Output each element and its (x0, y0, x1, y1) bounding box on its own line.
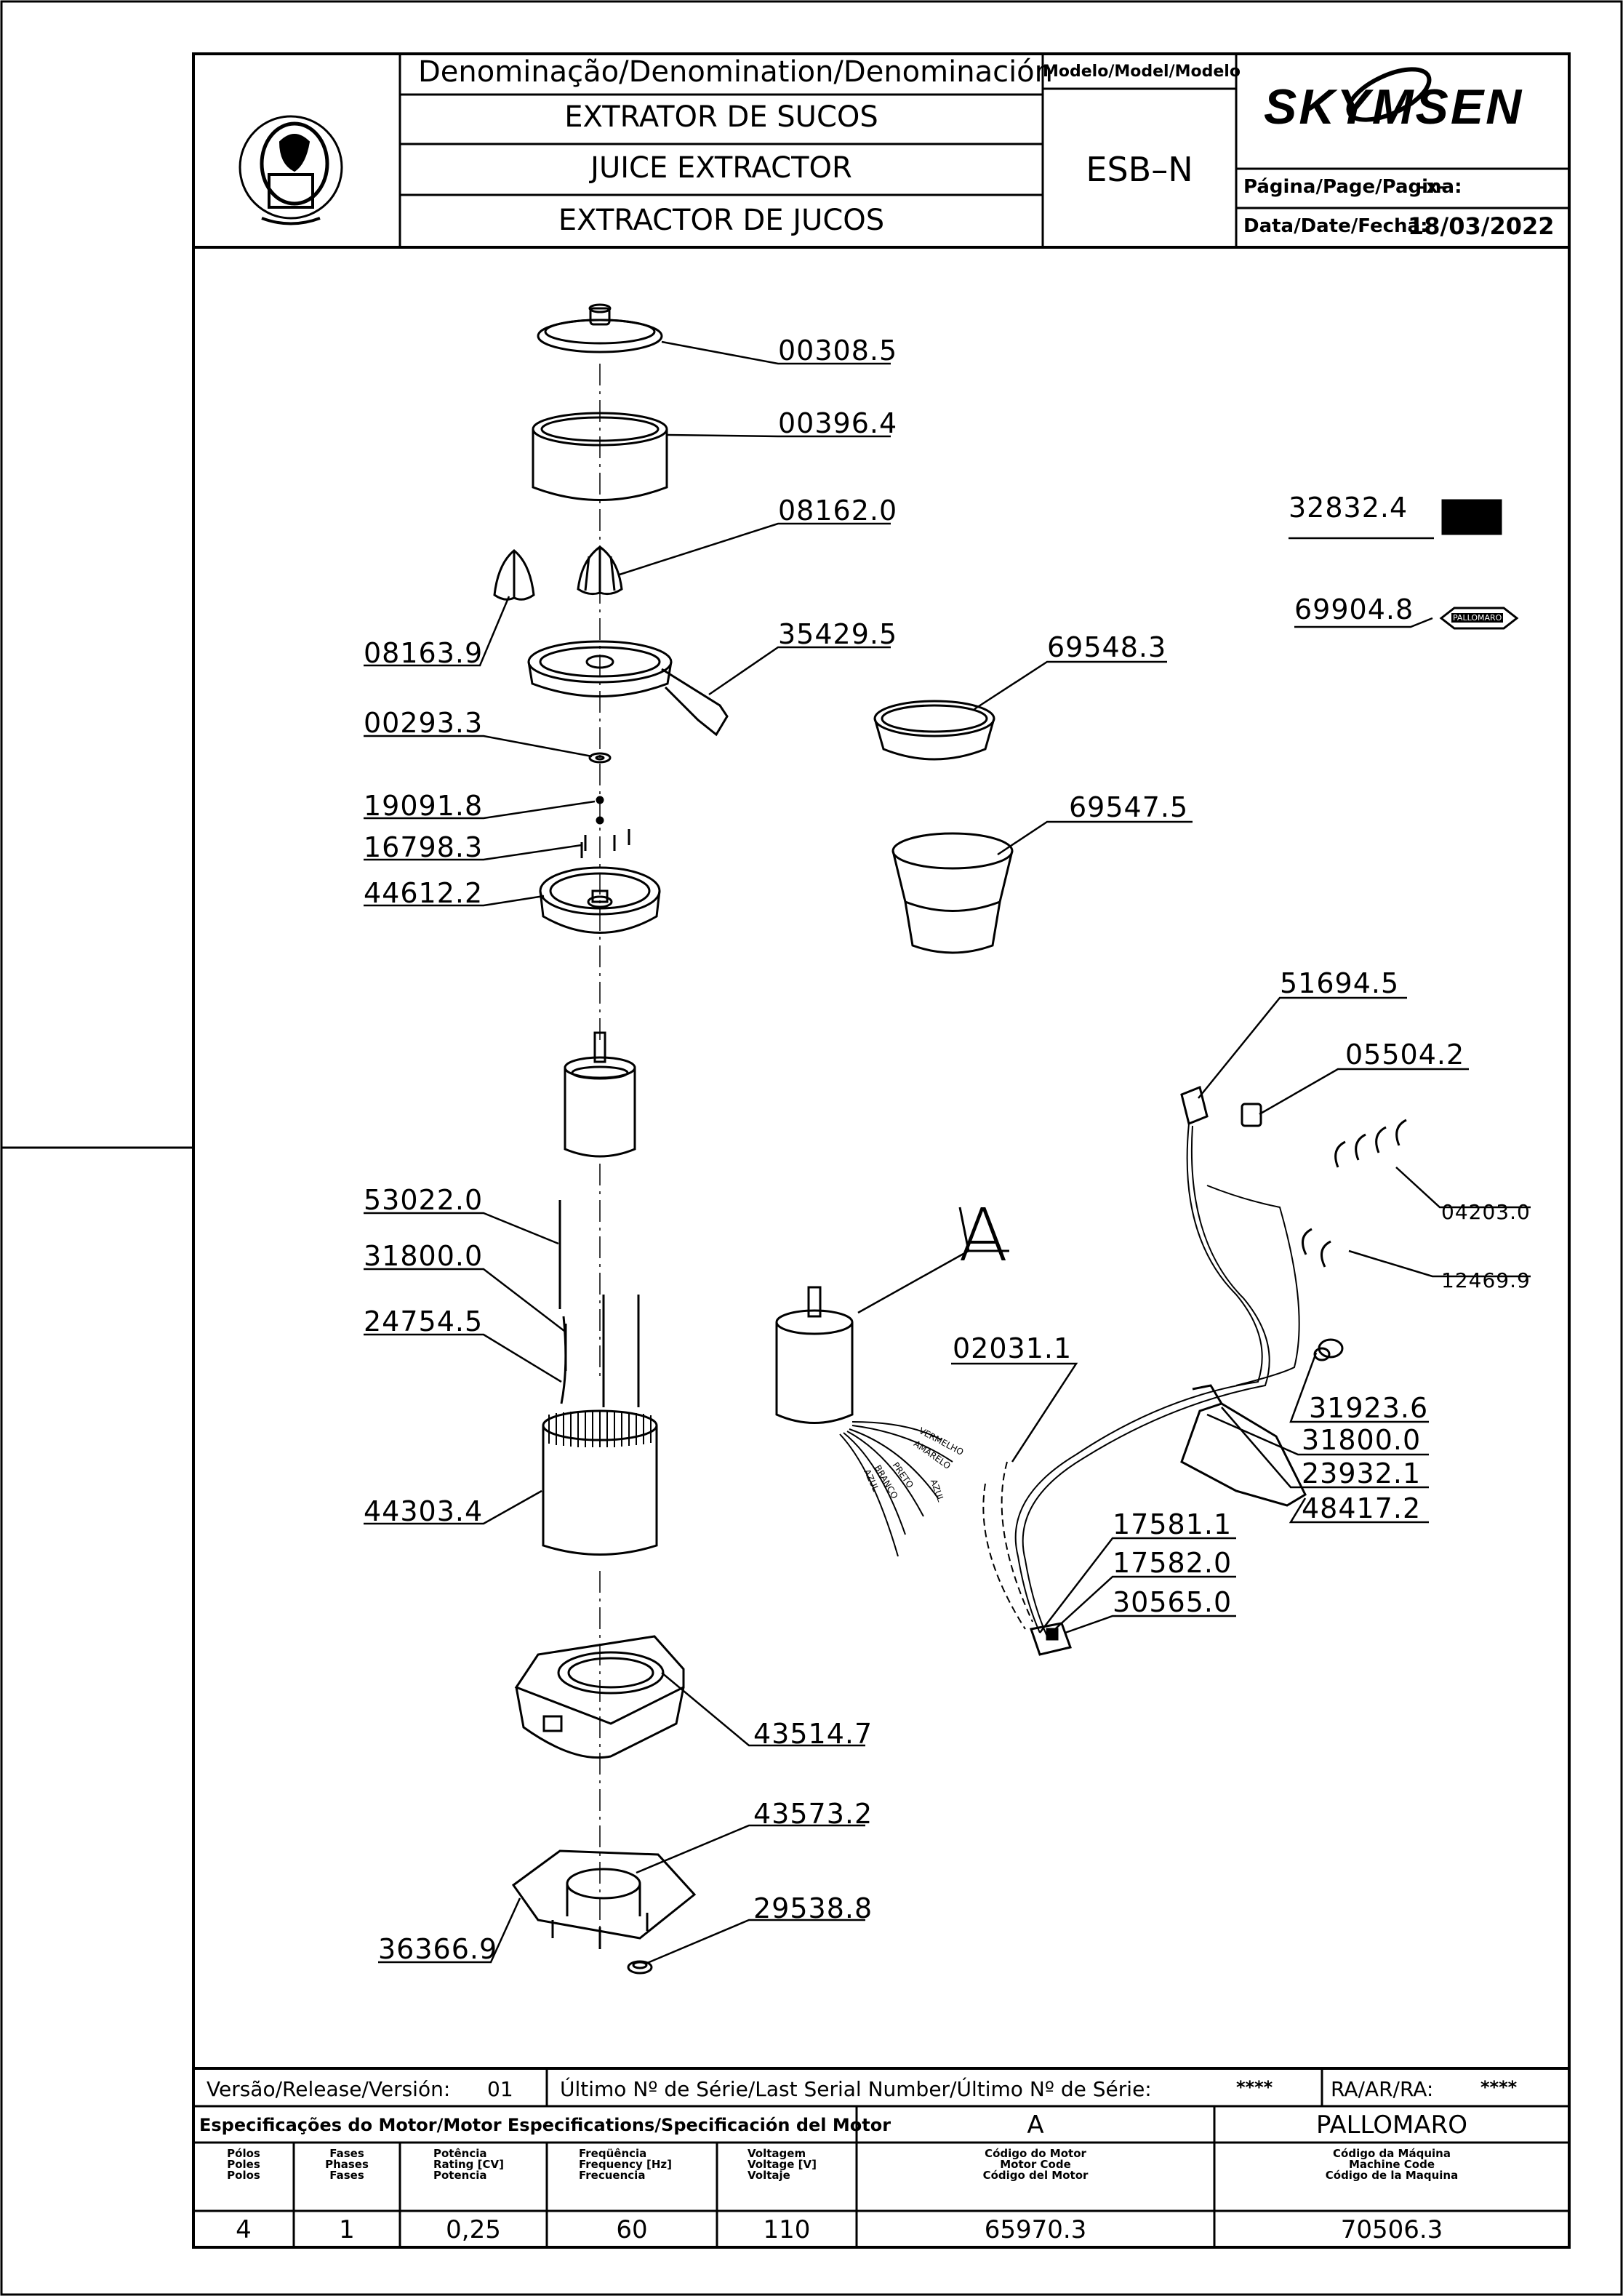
model-value: ESB–N (1086, 150, 1193, 189)
part-43573-2: 43573.2 (753, 1798, 873, 1830)
part-31800-0-b: 31800.0 (1302, 1424, 1422, 1456)
part-35429-5: 35429.5 (778, 618, 898, 650)
value-machine-code: 70506.3 (1340, 2215, 1443, 2244)
product-name-pt: EXTRATOR DE SUCOS (564, 100, 878, 134)
part-00396-4: 00396.4 (778, 407, 898, 439)
machine-name: PALLOMARO (1315, 2111, 1467, 2140)
motor-letter: A (1027, 2111, 1044, 2140)
part-69547-5: 69547.5 (1069, 791, 1189, 823)
part-08163-9: 08163.9 (364, 637, 484, 669)
part-16798-3: 16798.3 (364, 831, 484, 863)
part-05504-2: 05504.2 (1345, 1039, 1465, 1071)
part-19091-8: 19091.8 (364, 790, 484, 822)
part-24754-5: 24754.5 (364, 1305, 484, 1337)
value-motor-code: 65970.3 (984, 2215, 1087, 2244)
part-02031-1: 02031.1 (953, 1332, 1073, 1364)
part-44612-2: 44612.2 (364, 877, 484, 909)
ra-label: RA/AR/RA: (1331, 2077, 1434, 2101)
brand-logo: SKYMSEN (1264, 79, 1524, 135)
page-label: Página/Page/Pagina: (1243, 176, 1462, 198)
part-31800-0: 31800.0 (364, 1240, 484, 1272)
part-53022-0: 53022.0 (364, 1184, 484, 1216)
part-04203-0: 04203.0 (1441, 1200, 1531, 1224)
page-value: –x– (1416, 176, 1448, 198)
part-48417-2: 48417.2 (1302, 1492, 1422, 1524)
part-69548-3: 69548.3 (1047, 631, 1167, 663)
value-poles: 4 (236, 2215, 252, 2244)
serial-label: Último Nº de Série/Last Serial Number/Úl… (560, 2077, 1152, 2101)
product-name-es: EXTRACTOR DE JUCOS (558, 204, 885, 237)
part-36366-9: 36366.9 (378, 1933, 498, 1965)
part-00308-5: 00308.5 (778, 335, 898, 367)
model-label: Modelo/Model/Modelo (1043, 63, 1241, 81)
part-69904-8: 69904.8 (1294, 593, 1414, 625)
value-power: 0,25 (446, 2215, 501, 2244)
part-17581-1: 17581.1 (1113, 1508, 1233, 1540)
value-frequency: 60 (616, 2215, 648, 2244)
date-label: Data/Date/Fecha: (1243, 215, 1428, 237)
part-17582-0: 17582.0 (1113, 1547, 1233, 1579)
part-31923-6: 31923.6 (1309, 1392, 1429, 1424)
release-label: Versão/Release/Versión: (207, 2077, 451, 2101)
part-32832-4: 32832.4 (1289, 492, 1408, 524)
release-value: 01 (487, 2077, 513, 2101)
part-44303-4: 44303.4 (364, 1495, 484, 1527)
pallomaro-plate: PALLOMARO (1451, 613, 1504, 623)
part-30565-0: 30565.0 (1113, 1586, 1233, 1618)
part-43514-7: 43514.7 (753, 1718, 873, 1750)
part-12469-9: 12469.9 (1441, 1268, 1531, 1292)
part-23932-1: 23932.1 (1302, 1457, 1422, 1489)
part-00293-3: 00293.3 (364, 707, 484, 739)
callout-a: A (958, 1193, 1009, 1278)
motor-spec-label: Especificações do Motor/Motor Especifica… (199, 2115, 891, 2135)
part-51694-5: 51694.5 (1280, 967, 1400, 999)
serial-value: **** (1236, 2077, 1273, 2097)
part-08162-0: 08162.0 (778, 495, 898, 527)
product-name-en: JUICE EXTRACTOR (590, 151, 852, 185)
date-value: 18/03/2022 (1408, 212, 1555, 240)
value-phases: 1 (339, 2215, 355, 2244)
ra-value: **** (1480, 2077, 1518, 2097)
part-29538-8: 29538.8 (753, 1892, 873, 1924)
denomination-label: Denominação/Denomination/Denominación (418, 55, 1054, 89)
value-voltage: 110 (763, 2215, 811, 2244)
